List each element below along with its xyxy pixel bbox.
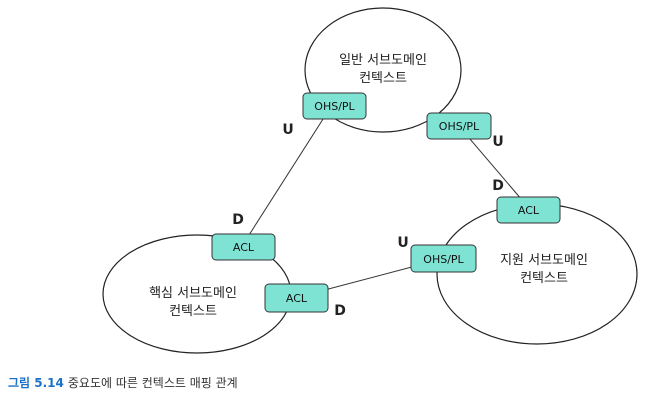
tag-general-right-label: OHS/PL: [439, 120, 480, 133]
tag-general-left-label: OHS/PL: [314, 100, 355, 113]
tag-general-left: [302, 92, 367, 120]
core-context-label-2: 컨텍스트: [169, 304, 217, 319]
figure-number: 그림 5.14: [8, 376, 64, 390]
tag-core-right-label: ACL: [286, 292, 308, 305]
marker-support-left: U: [397, 235, 408, 251]
support-context-label-2: 컨텍스트: [520, 271, 568, 286]
link-general-core: [241, 104, 333, 247]
marker-support-top: D: [492, 178, 504, 194]
general-context-label-2: 컨텍스트: [359, 71, 407, 86]
tag-support-left: [410, 244, 477, 273]
marker-core-right: D: [334, 303, 346, 319]
core-context-label-1: 핵심 서브도메인: [149, 286, 237, 301]
context-map-diagram: 일반 서브도메인 컨텍스트 지원 서브도메인 컨텍스트 핵심 서브도메인 컨텍스…: [102, 7, 638, 354]
marker-core-top: D: [232, 212, 244, 228]
marker-general-right: U: [492, 134, 503, 150]
tag-support-top: [496, 196, 561, 224]
tag-core-top-label: ACL: [233, 241, 255, 254]
marker-general-left: U: [282, 122, 293, 138]
figure-caption-text: 중요도에 따른 컨텍스트 매핑 관계: [67, 376, 238, 390]
tag-support-top-label: ACL: [518, 204, 540, 217]
tag-core-right: [264, 283, 329, 313]
tag-support-left-label: OHS/PL: [423, 253, 464, 266]
tag-general-right: [426, 112, 492, 140]
general-context-label-1: 일반 서브도메인: [339, 53, 427, 68]
tag-core-top: [211, 233, 276, 261]
support-context-label-1: 지원 서브도메인: [500, 253, 588, 268]
